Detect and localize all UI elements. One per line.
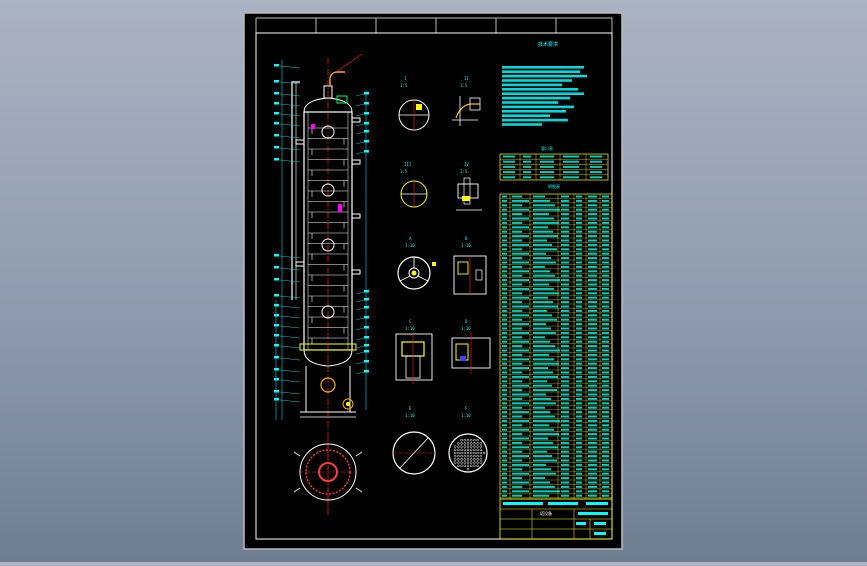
svg-text:B: B	[465, 236, 468, 241]
leader-labels	[274, 64, 369, 403]
svg-text:1:5: 1:5	[400, 169, 408, 174]
svg-text:1:10: 1:10	[405, 243, 415, 248]
svg-text:D: D	[465, 319, 468, 324]
svg-text:IV: IV	[464, 162, 469, 167]
title-block-name: 塔设备	[540, 510, 552, 516]
svg-text:II: II	[464, 76, 469, 81]
technical-requirements: 技术要求	[502, 41, 587, 126]
parts-list: 明细表	[499, 183, 613, 500]
svg-text:C: C	[409, 319, 412, 324]
svg-text:III: III	[404, 162, 412, 167]
svg-text:I: I	[404, 76, 407, 81]
svg-text:1:10: 1:10	[461, 243, 471, 248]
tower-elevation	[275, 53, 367, 516]
svg-text:1:10: 1:10	[461, 413, 471, 418]
svg-text:A: A	[409, 236, 412, 241]
parts-list-title: 明细表	[548, 183, 560, 189]
tower-plan-view	[293, 438, 363, 510]
svg-text:1:10: 1:10	[405, 413, 415, 418]
svg-text:1:10: 1:10	[405, 326, 415, 331]
zone-strip	[255, 17, 613, 33]
svg-text:E: E	[409, 406, 412, 411]
svg-text:1:5: 1:5	[460, 83, 468, 88]
svg-text:1:10: 1:10	[461, 326, 471, 331]
svg-text:1:5: 1:5	[460, 169, 468, 174]
title-block: 塔设备	[499, 498, 613, 540]
nozzle-table: 管口表	[499, 145, 609, 181]
tech-req-title: 技术要求	[538, 41, 558, 48]
svg-text:F: F	[465, 406, 468, 411]
svg-text:1:5: 1:5	[400, 83, 408, 88]
detail-views: I 1:5 II 1:5 III 1:5 IV 1:5 A 1:10 B 1:10 C 1:1…	[392, 76, 491, 475]
nozzle-table-title: 管口表	[541, 145, 553, 151]
